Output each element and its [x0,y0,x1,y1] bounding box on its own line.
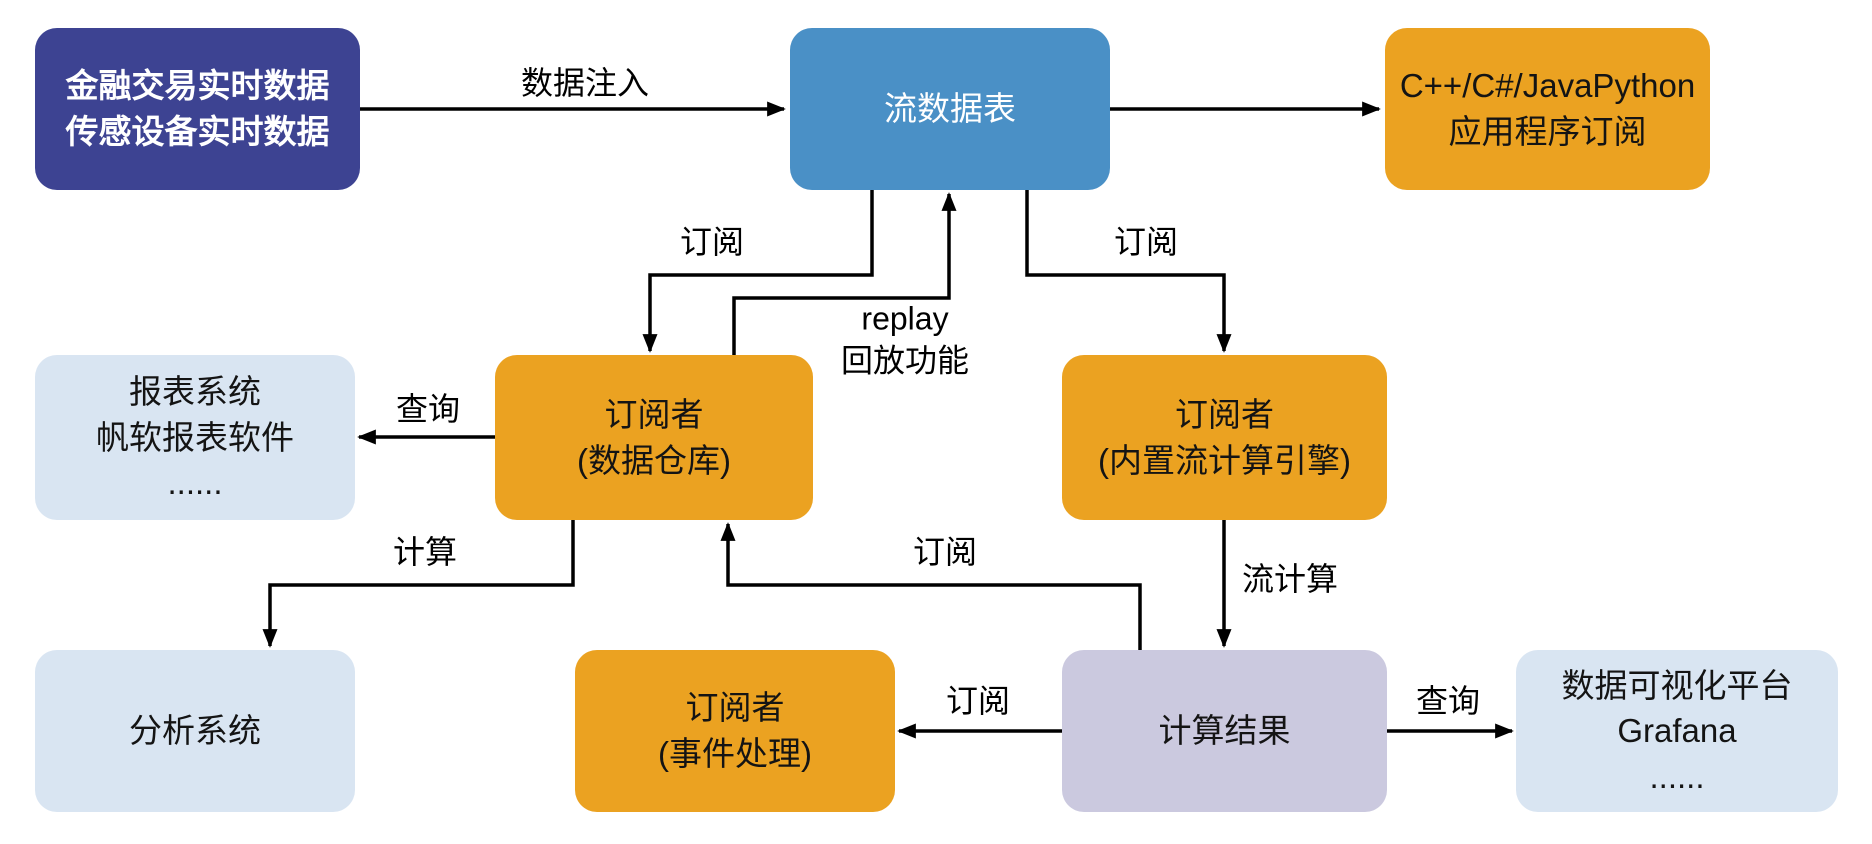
edge-label-compute: 计算 [392,534,458,571]
node-report-system-label: 报表系统 帆软报表软件 ...... [96,373,294,502]
edge-label-subscribe-event: 订阅 [945,683,1011,720]
arrow-compute [262,520,575,648]
node-compute-result-label: 计算结果 [1158,712,1291,750]
node-subscriber-event-label: 订阅者 (事件处理) [658,689,812,772]
node-realtime-sources-label: 金融交易实时数据 传感设备实时数据 [65,67,330,150]
edge-label-query-report: 查询 [395,391,461,428]
edge-label-replay: replay 回放功能 [840,300,970,378]
node-subscriber-stream-engine-label: 订阅者 (内置流计算引擎) [1098,395,1351,479]
node-app-subscription-label: C++/C#/JavaPython 应用程序订阅 [1399,67,1696,150]
node-visualization-label: 数据可视化平台 Grafana ...... [1561,666,1793,795]
edge-label-inject: 数据注入 [520,65,650,102]
node-realtime-sources: 金融交易实时数据 传感设备实时数据 [35,28,360,190]
arrow-stream-to-engine [1025,190,1232,353]
node-app-subscription: C++/C#/JavaPython 应用程序订阅 [1385,28,1710,190]
node-stream-table-label: 流数据表 [884,90,1016,128]
edge-label-stream-compute: 流计算 [1242,561,1339,598]
edge-label-subscribe-engine: 订阅 [1113,224,1179,261]
node-analysis-system-label: 分析系统 [129,712,261,750]
node-analysis-system: 分析系统 [35,650,355,812]
edge-label-query-visualization: 查询 [1415,683,1481,720]
node-visualization: 数据可视化平台 Grafana ...... [1516,650,1838,812]
node-report-system: 报表系统 帆软报表软件 ...... [35,355,355,520]
arrow-stream-to-warehouse [642,190,874,353]
node-compute-result: 计算结果 [1062,650,1387,812]
edge-label-subscribe-from-result: 订阅 [912,534,978,571]
node-stream-table: 流数据表 [790,28,1110,190]
edge-label-subscribe-warehouse: 订阅 [679,224,745,261]
node-subscriber-warehouse-label: 订阅者 (数据仓库) [577,395,731,479]
arrow-result-to-warehouse [720,522,1142,650]
node-subscriber-event: 订阅者 (事件处理) [575,650,895,812]
arrow-replay [732,192,957,355]
node-subscriber-stream-engine: 订阅者 (内置流计算引擎) [1062,355,1387,520]
node-subscriber-warehouse: 订阅者 (数据仓库) [495,355,813,520]
